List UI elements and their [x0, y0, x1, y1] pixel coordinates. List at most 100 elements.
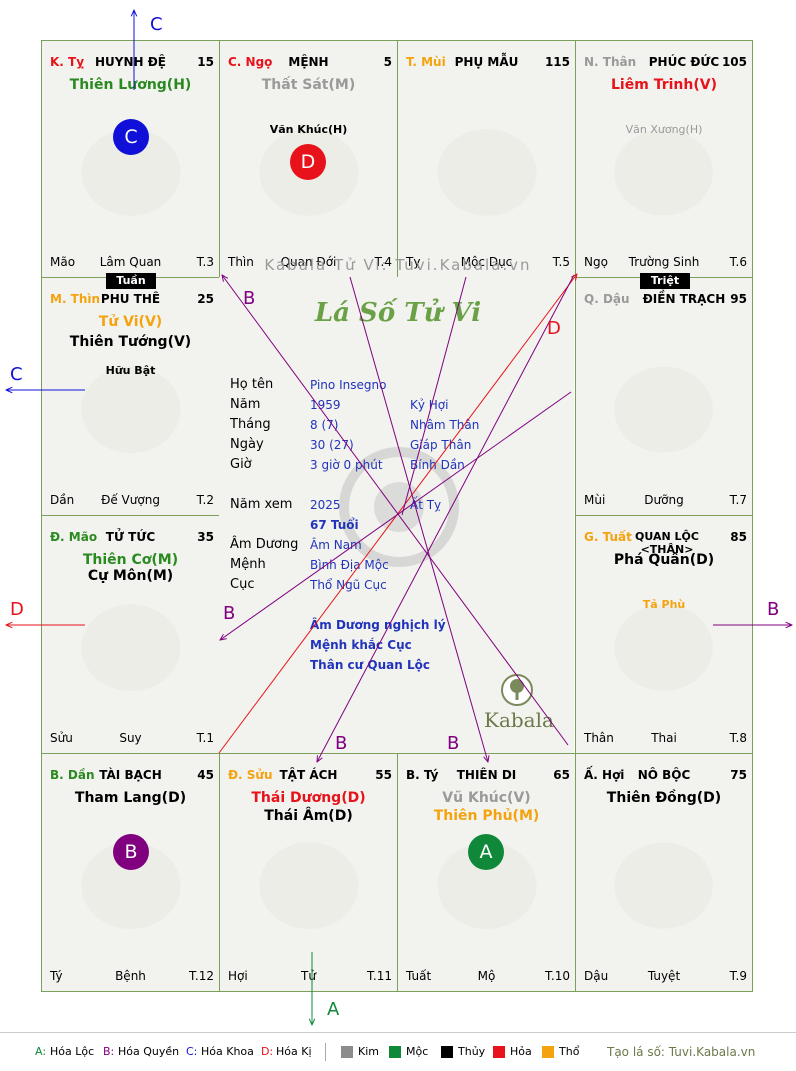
kabala-logo-text: Kabala — [484, 708, 554, 732]
palace-dien-trach[interactable]: Q. Dậu ĐIỀN TRẠCH 95 Mùi Dưỡng T.7 — [575, 277, 753, 516]
hoa-ki-badge: D — [290, 144, 326, 180]
quyen-line — [222, 275, 569, 746]
swatch-moc — [389, 1046, 401, 1058]
legend-hoa-loc: Hóa Lộc — [50, 1045, 95, 1058]
stage-label: Mộc Dục — [460, 255, 513, 269]
chi-label: Đ. Sửu — [228, 768, 273, 782]
hoa-khoa-badge: C — [113, 119, 149, 155]
arrow-label: B — [767, 599, 779, 620]
value-day-can: Giáp Thân — [410, 438, 472, 452]
palace-name: TÀI BẠCH — [99, 768, 162, 782]
palace-menh[interactable]: C. Ngọ MỆNH 5 Thất Sát(M) Văn Khúc(H) Th… — [219, 40, 398, 278]
chi-corner: Tý — [50, 969, 63, 983]
palace-name: HUYNH ĐỆ — [95, 55, 166, 69]
palace-tu-tuc[interactable]: Đ. Mão TỬ TỨC 35 Thiên Cơ(M) Cự Môn(M) S… — [41, 515, 220, 754]
main-star: Phá Quân(D) — [613, 552, 715, 568]
main-star: Thái Dương(D) — [251, 790, 366, 806]
value-month: 8 (7) — [310, 418, 339, 432]
main-star: Thiên Lương(H) — [69, 77, 192, 93]
hoa-loc-badge: A — [468, 834, 504, 870]
swatch-hoa — [493, 1046, 505, 1058]
palace-no-boc[interactable]: Ấ. Hợi NÔ BỘC 75 Thiên Đồng(D) Dậu Tuyệt… — [575, 753, 753, 992]
chart-board: K. Tỵ HUYNH ĐỆ 15 Thiên Lương(H) Mão Lâm… — [41, 40, 753, 992]
stage-label: Suy — [119, 731, 142, 745]
stage-label: Tuyệt — [647, 969, 681, 983]
chi-label: C. Ngọ — [228, 55, 273, 69]
chi-label: T. Mùi — [406, 55, 446, 69]
palace-phuc-duc[interactable]: N. Thân PHÚC ĐỨC 105 Liêm Trinh(V) Văn X… — [575, 40, 753, 278]
palace-tai-bach[interactable]: B. Dần TÀI BẠCH 45 Tham Lang(D) Tý Bệnh … — [41, 753, 220, 992]
line-label: D — [547, 318, 561, 339]
legend-hoa: Hỏa — [510, 1045, 532, 1058]
main-star-2: Cự Môn(M) — [87, 568, 174, 584]
chi-label: B. Tý — [406, 768, 439, 782]
credit-link[interactable]: Tạo lá số: Tuvi.Kabala.vn — [607, 1045, 756, 1059]
legend-kim: Kim — [358, 1045, 379, 1058]
palace-age: 45 — [197, 768, 214, 782]
month-label: T.8 — [729, 731, 747, 745]
label-year: Năm — [230, 397, 261, 412]
stage-label: Lâm Quan — [99, 255, 162, 269]
palace-name: PHU THÊ — [100, 292, 161, 306]
palace-age: 5 — [383, 55, 392, 69]
rabbit-watermark-icon — [80, 604, 181, 692]
chi-label: Q. Dậu — [584, 292, 630, 306]
swatch-thuy — [441, 1046, 453, 1058]
legend-hoa-ki: Hóa Kị — [276, 1045, 312, 1058]
chi-corner: Tuất — [406, 969, 432, 983]
chi-label: Đ. Mão — [50, 530, 98, 544]
month-label: T.3 — [196, 255, 214, 269]
ox-watermark-icon — [258, 842, 359, 930]
legend-divider — [325, 1043, 326, 1061]
legend-prefix-c: C: — [186, 1045, 198, 1058]
month-label: T.10 — [545, 969, 570, 983]
note-3: Thân cư Quan Lộc — [310, 658, 430, 672]
chi-corner: Dần — [50, 493, 75, 507]
label-month: Tháng — [230, 417, 271, 432]
minor-star: Văn Khúc(H) — [269, 123, 348, 136]
palace-quan-loc[interactable]: G. Tuất QUAN LỘC <THÂN> 85 Phá Quân(D) T… — [575, 515, 753, 754]
tuan-tag: Tuần — [106, 273, 156, 289]
triet-tag: Triệt — [640, 273, 690, 289]
arrow-label: A — [327, 999, 340, 1020]
main-star-2: Thiên Phủ(M) — [433, 808, 540, 824]
palace-name: PHÚC ĐỨC — [648, 55, 720, 69]
stage-label: Trường Sinh — [628, 255, 700, 269]
legend-moc: Mộc — [406, 1045, 429, 1058]
main-star: Thiên Đồng(D) — [606, 790, 722, 806]
legend-bar: A: Hóa Lộc B: Hóa Quyền C: Hóa Khoa D: H… — [0, 1032, 796, 1071]
chi-label: Ấ. Hợi — [584, 768, 625, 782]
hoa-quyen-badge: B — [113, 834, 149, 870]
watermark-text: Kabala Tử Vi: Tuvi.Kabala.vn — [264, 256, 532, 274]
palace-huynh-de[interactable]: K. Tỵ HUYNH ĐỆ 15 Thiên Lương(H) Mão Lâm… — [41, 40, 220, 278]
line-label: B — [335, 733, 347, 754]
line-label: B — [447, 733, 459, 754]
chi-corner: Dậu — [584, 969, 609, 983]
chi-corner: Thân — [584, 731, 614, 745]
month-label: T.12 — [189, 969, 214, 983]
monkey-watermark-icon — [614, 129, 714, 216]
main-star: Vũ Khúc(V) — [442, 790, 531, 806]
value-cuc: Thổ Ngũ Cục — [310, 578, 387, 592]
line-label: B — [243, 288, 255, 309]
legend-hoa-khoa: Hóa Khoa — [201, 1045, 254, 1058]
tiger-watermark-icon — [80, 842, 181, 930]
palace-phu-mau[interactable]: T. Mùi PHỤ MẪU 115 Tỵ Mộc Dục T.5 — [397, 40, 576, 278]
legend-thuy: Thủy — [458, 1045, 486, 1058]
month-label: T.1 — [196, 731, 214, 745]
month-label: T.5 — [552, 255, 570, 269]
month-label: T.11 — [367, 969, 392, 983]
value-name: Pino Insegno — [310, 378, 387, 392]
palace-thien-di[interactable]: B. Tý THIÊN DI 65 Vũ Khúc(V) Thiên Phủ(M… — [397, 753, 576, 992]
legend-prefix-d: D: — [261, 1045, 274, 1058]
chi-corner: Sửu — [50, 731, 73, 745]
value-day: 30 (27) — [310, 438, 354, 452]
month-label: T.4 — [374, 255, 392, 269]
chi-label: M. Thìn — [50, 292, 101, 306]
palace-name: TỬ TỨC — [105, 530, 156, 544]
note-2: Mệnh khắc Cục — [310, 638, 412, 652]
goat-watermark-icon — [436, 128, 537, 216]
palace-tat-ach[interactable]: Đ. Sửu TẬT ÁCH 55 Thái Dương(D) Thái Âm(… — [219, 753, 398, 992]
main-star: Liêm Trinh(V) — [611, 77, 717, 93]
